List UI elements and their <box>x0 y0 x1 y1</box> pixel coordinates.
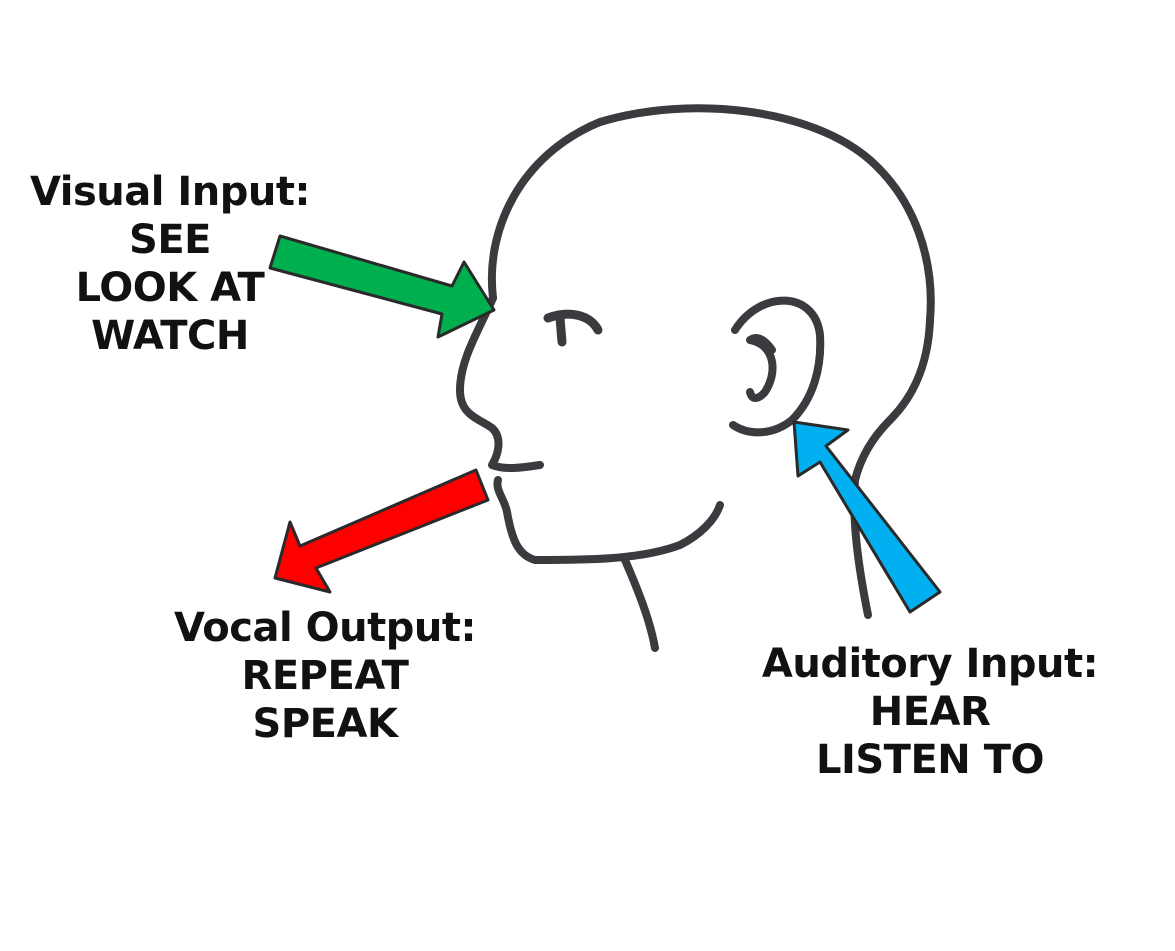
head-profile <box>488 104 935 619</box>
auditory-word-listen-to: LISTEN TO <box>816 737 1044 783</box>
visual-input-arrow <box>268 234 496 339</box>
vocal-output-heading: Vocal Output: <box>174 605 476 651</box>
face-profile <box>456 294 544 472</box>
auditory-input-heading: Auditory Input: <box>761 641 1099 687</box>
visual-word-see: SEE <box>129 217 211 263</box>
head-outline <box>456 104 935 652</box>
vocal-output-label: Vocal Output: REPEAT SPEAK <box>140 604 510 748</box>
auditory-input-label: Auditory Input: HEAR LISTEN TO <box>735 640 1125 784</box>
neck-front <box>621 556 659 652</box>
ear <box>729 296 825 437</box>
eye <box>543 309 603 347</box>
auditory-word-hear: HEAR <box>869 689 991 735</box>
vocal-word-speak: SPEAK <box>252 701 398 747</box>
visual-word-look-at: LOOK AT <box>75 265 265 311</box>
vocal-output-arrow <box>273 468 490 594</box>
lips-chin <box>493 476 724 564</box>
auditory-input-arrow <box>792 420 942 614</box>
visual-input-label: Visual Input: SEE LOOK AT WATCH <box>0 168 340 360</box>
visual-word-watch: WATCH <box>91 313 249 359</box>
vocal-word-repeat: REPEAT <box>241 653 409 699</box>
visual-input-heading: Visual Input: <box>30 169 310 215</box>
